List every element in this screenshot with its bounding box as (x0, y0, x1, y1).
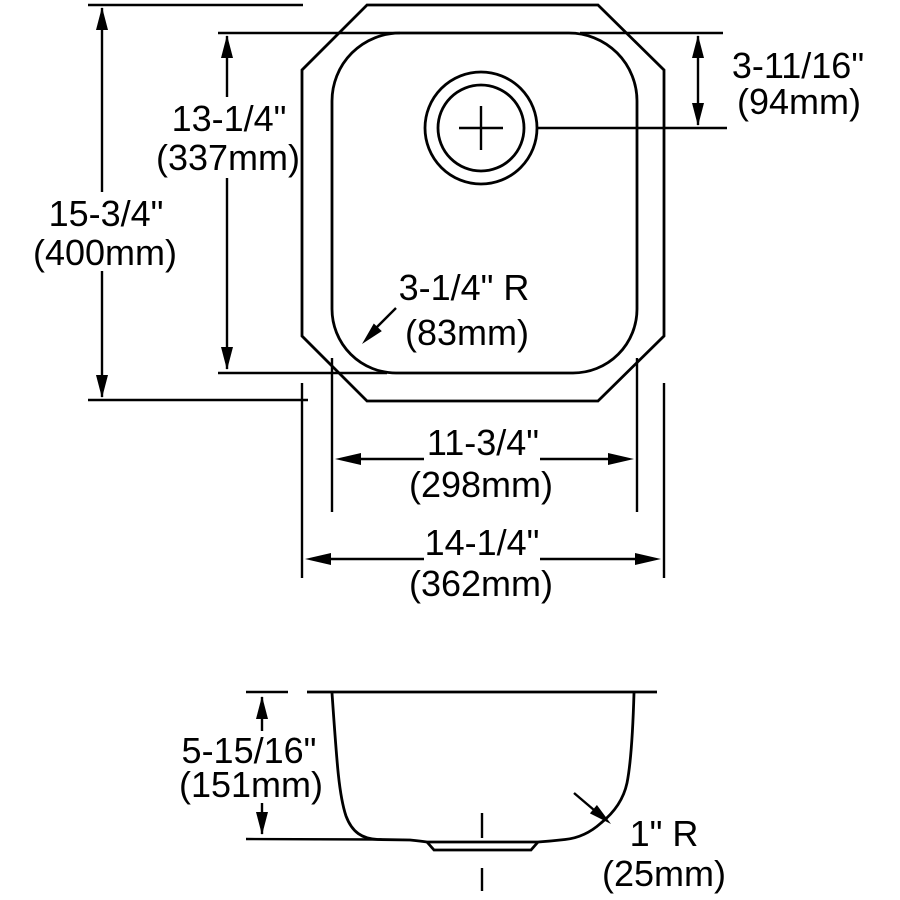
dim-overall-front-to-back-mm: (400mm) (33, 232, 177, 273)
dimension-bowl-depth: 5-15/16" (151mm) (179, 690, 323, 835)
dimension-overall-width: 14-1/4" (362mm) (300, 383, 666, 604)
dim-bowl-depth-inches: 5-15/16" (182, 730, 317, 771)
dim-bowl-front-to-back-inches: 13-1/4" (172, 98, 287, 139)
dim-overall-width-mm: (362mm) (409, 563, 553, 604)
arrowhead-left (305, 553, 331, 565)
drain-recess-outline (425, 841, 540, 852)
callout-bowl-corner-radius: 3-1/4" R (83mm) (362, 267, 529, 353)
dimension-bowl-front-to-back: 13-1/4" (337mm) (156, 31, 400, 375)
dim-bowl-width-mm: (298mm) (409, 464, 553, 505)
callout-bottom-corner-radius-mm: (25mm) (602, 853, 726, 894)
dim-bowl-depth-mm: (151mm) (179, 764, 323, 805)
arrowhead-left (335, 453, 361, 465)
dim-bowl-front-to-back-mm: (337mm) (156, 137, 300, 178)
drain-inner-circle (436, 83, 526, 173)
callout-bottom-corner-radius: 1" R (25mm) (573, 792, 726, 894)
dimension-drain-offset: 3-11/16" (94mm) (537, 31, 864, 130)
dim-overall-width-inches: 14-1/4" (425, 522, 540, 563)
callout-bowl-corner-radius-inches: 3-1/4" R (399, 267, 530, 308)
bowl-profile (330, 692, 636, 844)
arrowhead-down (96, 375, 108, 398)
arrowhead-up (256, 696, 268, 719)
arrowhead-up (692, 35, 704, 58)
bottom-reference-line (245, 837, 383, 841)
top-view (300, 3, 666, 403)
arrowhead-right (608, 453, 634, 465)
arrowhead-right (635, 553, 661, 565)
dim-drain-offset-mm: (94mm) (737, 81, 861, 122)
dimension-overall-front-to-back: 15-3/4" (400mm) (33, 3, 308, 402)
arrowhead-up (96, 7, 108, 30)
dim-overall-front-to-back-inches: 15-3/4" (49, 193, 164, 234)
arrowhead-up (221, 35, 233, 58)
sink-rim-outline (300, 3, 666, 403)
leader-arrowhead (589, 805, 611, 824)
bowl-outline (330, 31, 639, 375)
arrowhead-down (256, 812, 268, 835)
arrowhead-down (221, 347, 233, 370)
leader-arrowhead (362, 323, 382, 344)
dim-bowl-width-inches: 11-3/4" (427, 422, 539, 463)
side-view (245, 690, 657, 891)
callout-bottom-corner-radius-inches: 1" R (630, 813, 699, 854)
arrowhead-down (692, 103, 704, 126)
dim-drain-offset-inches: 3-11/16" (732, 45, 864, 86)
leader-line (375, 307, 397, 329)
callout-bowl-corner-radius-mm: (83mm) (405, 312, 529, 353)
dimension-bowl-width: 11-3/4" (298mm) (330, 358, 639, 512)
leader-line (573, 792, 595, 811)
